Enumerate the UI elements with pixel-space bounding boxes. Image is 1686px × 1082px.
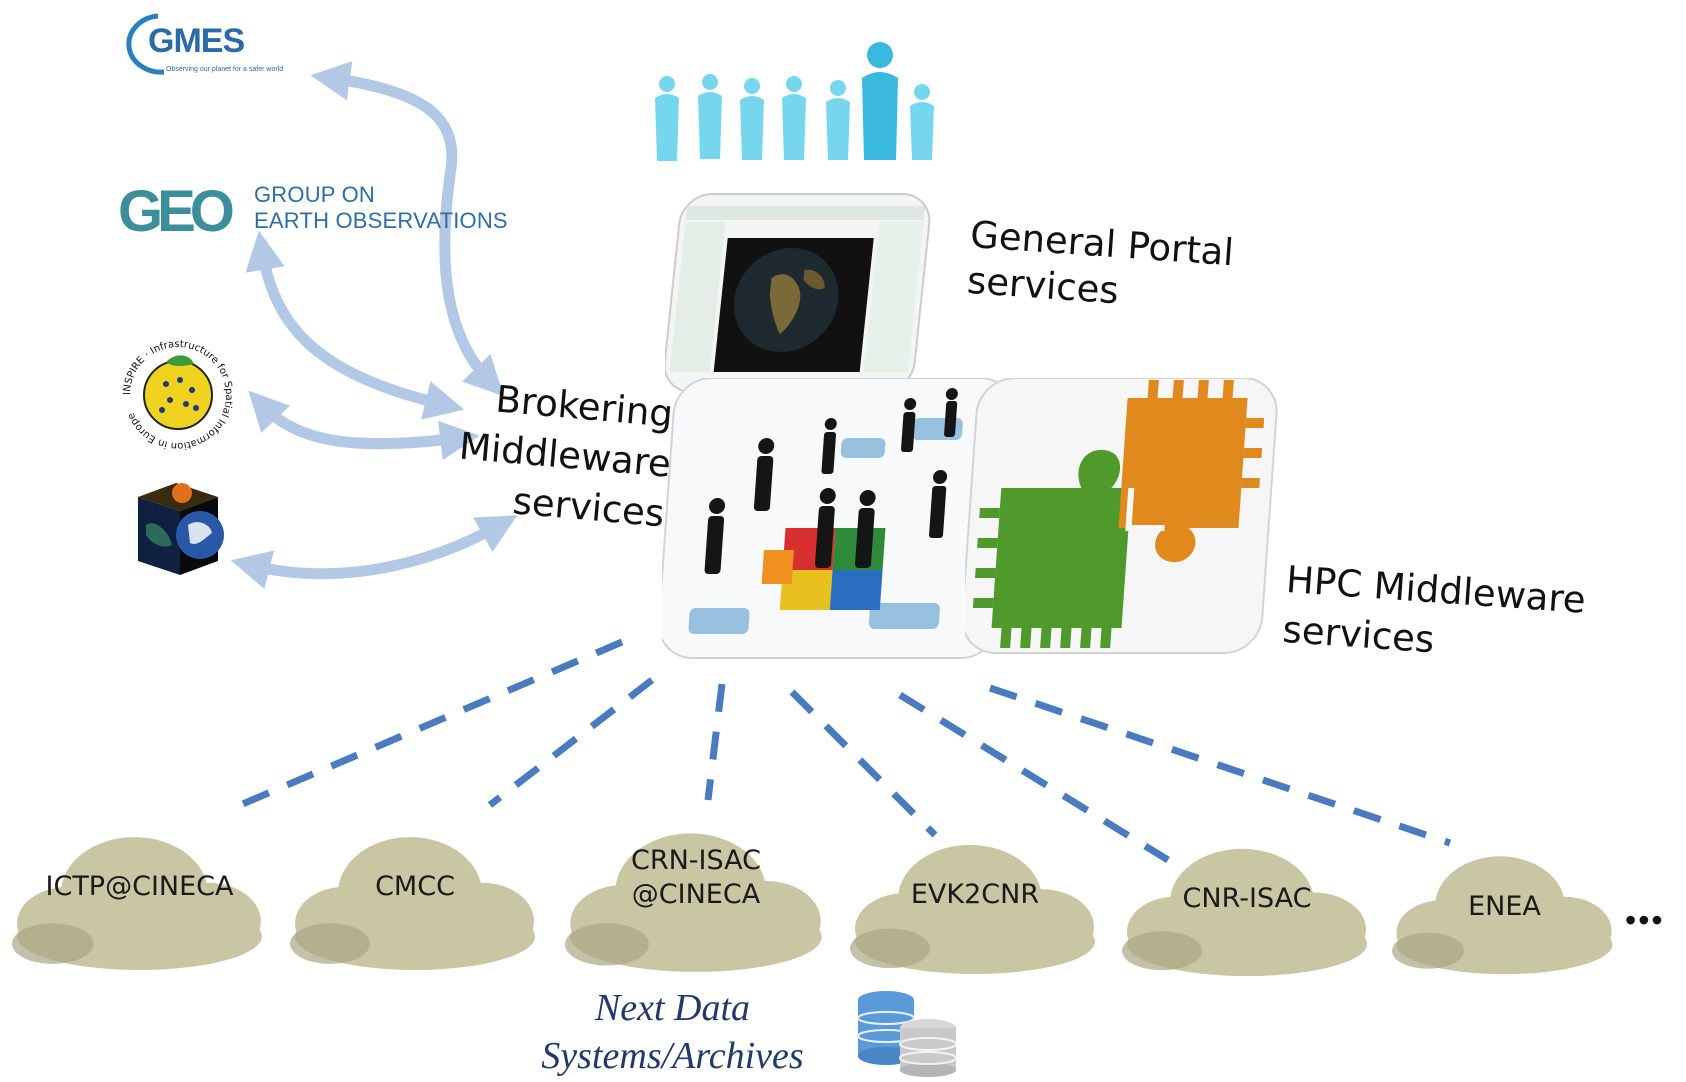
cloud-label: ICTP@CINECA [12,870,267,904]
cloud-label-line: @CINECA [631,879,761,910]
general-portal-tile [663,188,955,398]
cloud-label-line: CMCC [375,871,455,902]
gmes-logo-tagline: Observing our planet for a safer world [166,66,284,73]
cloud-shape [12,837,262,970]
hpc-label: HPC Middleware services [1281,555,1587,676]
cloud-shape [290,837,535,970]
dash-line-evk2 [789,689,938,838]
cloud-node: EVK2CNR [850,838,1100,976]
cloud-label-line: CRN-ISAC [630,845,761,876]
dash-line-cnr [898,692,1170,863]
cloud-node: CMCC [290,830,540,972]
cloud-shape [1122,848,1367,977]
cloud-label: CMCC [290,870,540,904]
cloud-label: EVK2CNR [850,878,1100,912]
earth-cube-shape [138,483,224,575]
next-data-label: Next Data Systems/Archives [520,984,825,1080]
cloud-shape [1392,856,1613,975]
cloud-label: ENEA [1392,890,1617,924]
dash-line-enea [988,684,1452,847]
cloud-label-line: EVK2CNR [910,879,1040,910]
gmes-logo-mark [126,13,165,75]
brokering-tile [657,377,1022,668]
brokering-tile-graphic [657,377,1015,659]
earth-cube-image [118,475,228,585]
database-icon [850,988,965,1077]
inspire-logo-ring-text: INSPIRE · Infrastructure for Spatial Inf… [122,340,234,450]
geo-logo-mark: GEO [118,179,235,244]
cloud-node: ENEA [1392,850,1617,976]
geo-logo-line2: EARTH OBSERVATIONS [254,208,508,233]
dash-line-crn [704,683,726,801]
cloud-label: CRN-ISAC@CINECA [565,844,827,912]
hpc-tile [961,377,1285,663]
brokering-label: Brokering Middleware services [453,372,675,540]
cloud-label-line: ENEA [1468,891,1541,922]
cloud-node: CNR-ISAC [1122,842,1372,978]
users-group-icon [640,36,960,161]
dash-line-ictp [236,638,624,810]
gmes-logo-name: GMES [148,22,245,60]
cloud-label: CNR-ISAC [1122,882,1372,916]
next-data-label-line1: Next Data [594,987,751,1029]
arrow-geo-brokering [245,230,465,420]
hpc-tile-graphic [961,377,1278,654]
cloud-node: CRN-ISAC@CINECA [565,826,827,974]
cloud-shape [850,844,1095,975]
arrow-globe-brokering [230,515,518,590]
cloud-shape [565,833,822,972]
svg-text:INSPIRE · Infrastructure for S: INSPIRE · Infrastructure for Spatial Inf… [122,340,234,450]
inspire-logo-text: INSPIRE · Infrastructure for Spatial Inf… [122,340,234,450]
general-portal-label: General Portal services [966,212,1236,322]
geo-logo-line1: GROUP ON [254,182,375,207]
database-icon-shape [857,991,957,1077]
general-portal-screen [663,193,931,393]
dash-line-cmcc [487,677,655,808]
gmes-logo: GMES Observing our planet for a safer wo… [118,8,308,78]
inspire-logo: INSPIRE · Infrastructure for Spatial Inf… [118,340,238,450]
inspire-logo-mark [143,355,213,430]
arrow-inspire-brokering [248,390,480,461]
next-data-label-line2: Systems/Archives [541,1035,804,1077]
users-group-shape [655,42,934,161]
geo-logo: GEO GROUP ON EARTH OBSERVATIONS [118,179,518,244]
cloud-label-line: CNR-ISAC [1182,883,1312,914]
ellipsis-label: ••• [1625,902,1665,938]
cloud-node: ICTP@CINECA [12,830,267,972]
cloud-label-line: ICTP@CINECA [45,871,234,902]
